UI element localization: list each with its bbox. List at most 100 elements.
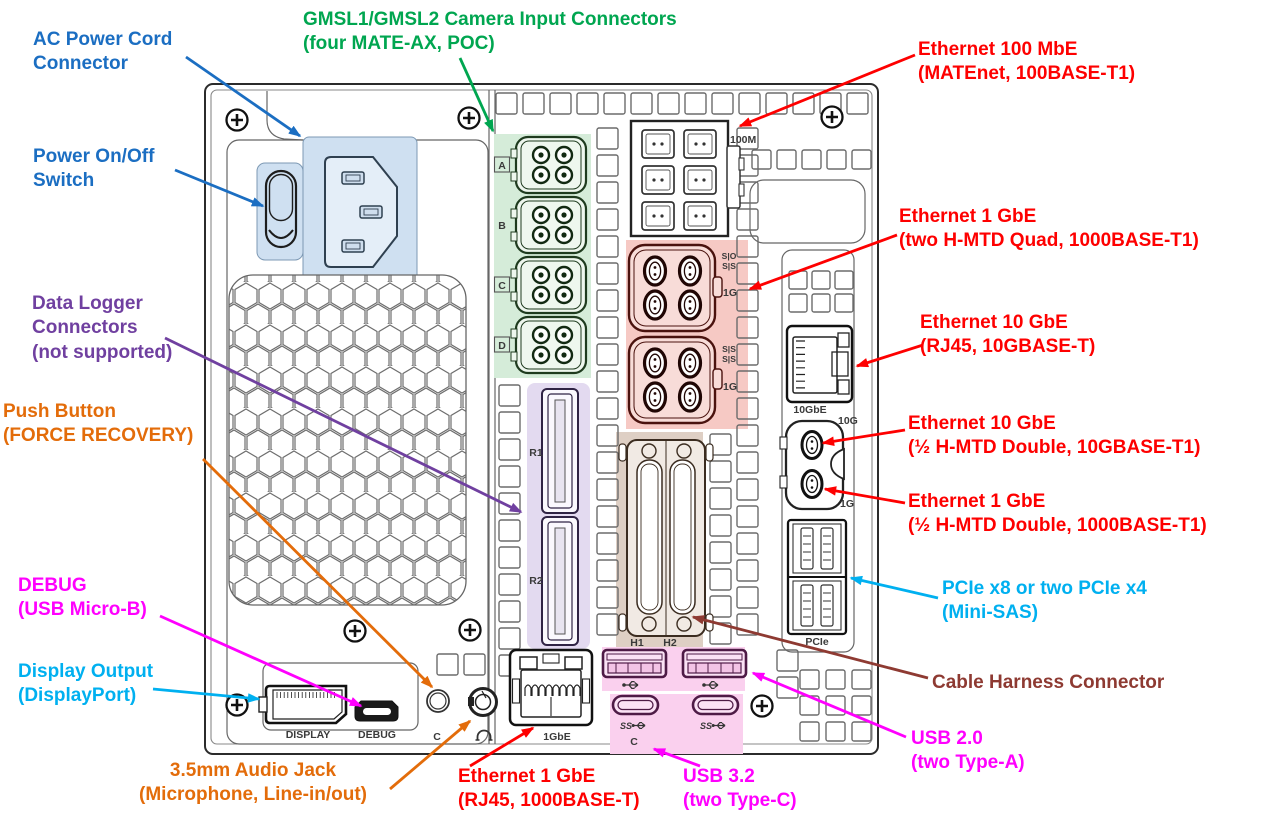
port-label-pcie: PCIe — [805, 636, 829, 648]
port-label-h1: H1 — [630, 637, 644, 649]
rj45-10gbe-port: 10GbE — [785, 324, 854, 416]
port-label-display: DISPLAY — [286, 729, 331, 741]
port-label-10g: 10G — [838, 415, 858, 427]
usb-ss-trident-icon-left — [631, 722, 646, 729]
audio-jack — [468, 687, 498, 717]
arrow-power-switch — [174, 168, 265, 208]
callout-usb3: USB 3.2 (two Type-C) — [683, 766, 797, 812]
callout-eth-100m: Ethernet 100 MbE (MATEnet, 100BASE-T1) — [918, 39, 1136, 85]
callout-ac-power: AC Power Cord Connector — [33, 29, 173, 75]
gmsl-connector-a — [510, 135, 588, 195]
gmsl-connectors: A B C D — [493, 135, 588, 375]
arrow-ac-power — [185, 55, 302, 138]
port-label-r2: R2 — [529, 575, 543, 587]
matenet-100m-connector: 100M — [629, 119, 757, 238]
vent-grid-top-right — [751, 149, 872, 170]
callout-eth-1g-rj45: Ethernet 1 GbE (RJ45, 1000BASE-T) — [458, 766, 640, 812]
arrow-eth-1g-quad — [748, 233, 898, 291]
hmtd-quad-bottom — [627, 335, 723, 425]
screw-icon — [458, 618, 482, 642]
cable-harness-connector: H1 H2 — [618, 439, 714, 649]
port-label-10gbe: 10GbE — [793, 404, 826, 416]
callout-eth-10g-rj45: Ethernet 10 GbE (RJ45, 10GBASE-T) — [920, 312, 1096, 358]
screw-icon — [225, 693, 249, 717]
hex-vent-grille — [228, 274, 467, 606]
usb-c-port-left — [611, 694, 660, 716]
ss-usb-label-right: SS — [700, 721, 712, 731]
gmsl-connector-c — [510, 255, 588, 315]
callout-eth-1g-quad: Ethernet 1 GbE (two H-MTD Quad, 1000BASE… — [899, 206, 1199, 252]
screw-icon — [457, 106, 481, 130]
corner-notch — [266, 91, 304, 141]
usb-trident-icon-right — [702, 680, 719, 690]
arrow-harness — [691, 615, 929, 680]
vent-grid-col-inner — [498, 384, 521, 677]
usb-c-ports: SS SS C — [611, 694, 740, 748]
hmtd-quad-connectors: S|O S|S 1G S|S S|S 1G — [627, 243, 737, 425]
gmsl-connector-d — [510, 315, 588, 375]
power-switch — [264, 169, 298, 249]
usb-trident-icon-left — [622, 680, 639, 690]
arrow-eth-1g-hmtd — [823, 486, 906, 505]
screw-icon — [225, 108, 249, 132]
gmsl-label-a: A — [498, 160, 506, 172]
vent-grid-bottom-right — [799, 669, 872, 742]
arrow-usb2 — [751, 671, 907, 739]
callout-debug: DEBUG (USB Micro-B) — [18, 575, 147, 621]
pcie-minisas-connectors: PCIe — [786, 518, 848, 648]
headphone-icon — [475, 729, 493, 741]
blank-plate — [749, 179, 866, 244]
vent-grid-right-upper — [788, 270, 854, 313]
right-subpanel-outline — [781, 249, 855, 653]
sig-label-bot-2: S|S — [722, 354, 736, 364]
arrow-pcie — [849, 575, 939, 600]
gmsl-connector-b — [510, 195, 588, 255]
port-label-h2: H2 — [663, 637, 677, 649]
arrow-debug — [159, 614, 363, 708]
force-recovery-button — [426, 689, 450, 713]
callout-eth-1g-hmtd: Ethernet 1 GbE (½ H-MTD Double, 1000BASE… — [908, 491, 1207, 537]
gmsl-label-c: C — [498, 280, 506, 292]
port-label-1g-right: 1G — [840, 498, 854, 510]
usb-a-ports — [601, 648, 748, 690]
data-logger-connectors: R1 R2 — [529, 388, 579, 646]
usb-micro-b-debug-connector — [354, 700, 399, 722]
port-label-debug: DEBUG — [358, 729, 396, 741]
port-label-100m: 100M — [730, 134, 757, 146]
hmtd-quad-top — [627, 243, 723, 333]
arrow-usb3 — [652, 747, 701, 768]
callout-audio: 3.5mm Audio Jack (Microphone, Line-in/ou… — [139, 760, 367, 806]
port-label-1g-bottom: 1G — [723, 381, 737, 393]
callout-pcie: PCIe x8 or two PCIe x4 (Mini-SAS) — [942, 578, 1147, 624]
arrow-audio-jack — [389, 719, 472, 791]
screw-icon — [820, 105, 844, 129]
vent-grid-top — [495, 92, 869, 115]
usb-a-port-left — [601, 648, 668, 679]
recovery-c-marking: C — [433, 731, 441, 743]
sig-label-top-1: S|O — [722, 251, 737, 261]
arrow-data-logger — [164, 336, 523, 514]
ac-inlet-connector — [324, 156, 398, 268]
sig-label-bot-1: S|S — [722, 344, 736, 354]
gmsl-label-b: B — [498, 220, 506, 232]
vent-grid-bottom-left — [436, 653, 486, 676]
callout-push-button: Push Button (FORCE RECOVERY) — [3, 401, 194, 447]
gmsl-label-d: D — [498, 340, 506, 352]
port-label-r1: R1 — [529, 447, 543, 459]
arrow-push-button — [202, 458, 434, 689]
port-label-1gbe: 1GbE — [543, 731, 570, 743]
rj45-1gbe-port: 1GbE — [508, 648, 594, 743]
port-label-1g-top: 1G — [723, 287, 737, 299]
vent-grid-col-mid — [709, 433, 732, 645]
displayport-connector — [258, 684, 348, 725]
arrow-eth-10g-hmtd — [821, 428, 906, 446]
arrow-eth-1gbe — [469, 726, 535, 768]
arrow-displayport — [152, 687, 261, 703]
leader-arrows — [152, 53, 939, 791]
usb-a-port-right — [681, 648, 748, 679]
callout-usb2: USB 2.0 (two Type-A) — [911, 728, 1025, 774]
callout-gmsl: GMSL1/GMSL2 Camera Input Connectors (fou… — [303, 9, 677, 55]
vent-grid-col-left — [596, 127, 619, 636]
